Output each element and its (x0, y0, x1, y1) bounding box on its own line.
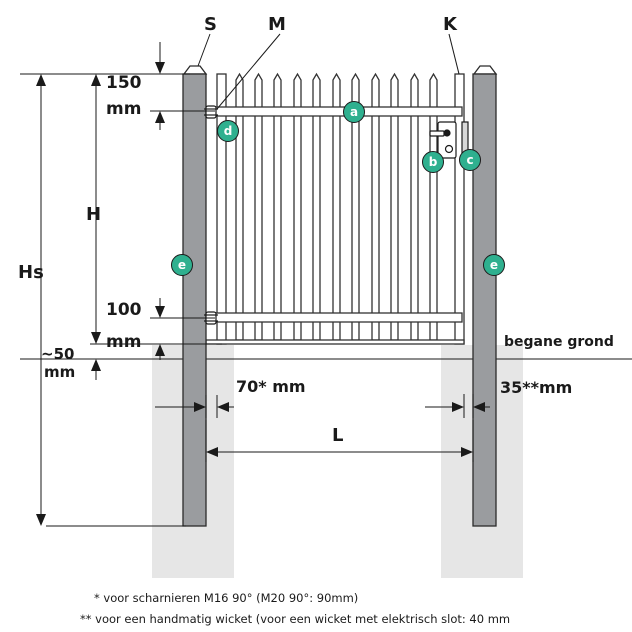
gate-picket (390, 72, 399, 341)
hinge-gap-label: 70* mm (236, 377, 306, 396)
left-post (182, 65, 208, 527)
gate-bottom-edge (205, 339, 465, 345)
right-post (472, 65, 498, 527)
footnote-1: * voor scharnieren M16 90° (M20 90°: 90m… (94, 591, 358, 605)
ground-gap-unit: mm (44, 363, 75, 381)
gate-picket (371, 72, 380, 341)
gate-picket (254, 72, 263, 341)
badge-e-left: e (171, 254, 193, 276)
svg-text:c: c (466, 153, 473, 167)
gate-picket (410, 72, 419, 341)
gate-picket (332, 72, 341, 341)
label-s: S (204, 14, 217, 35)
footnote-2: ** voor een handmatig wicket (voor een w… (80, 612, 510, 626)
svg-text:a: a (350, 105, 358, 119)
top-clearance-unit: mm (106, 99, 141, 119)
label-h: H (86, 204, 101, 225)
h-dimension (90, 74, 222, 380)
bottom-clearance-dimension (150, 298, 215, 360)
top-clearance-dimension (150, 42, 215, 130)
gate-picket (273, 72, 282, 341)
hinge-gap-dimension (155, 395, 234, 418)
badge-d: d (217, 120, 239, 142)
gate-picket (312, 72, 321, 341)
badge-a: a (343, 101, 365, 123)
label-l: L (332, 425, 343, 446)
gate-picket (429, 72, 438, 341)
bottom-clearance-value: 100 (106, 300, 142, 320)
top-clearance-value: 150 (106, 73, 142, 93)
latch-gap-dimension (425, 394, 490, 418)
svg-text:e: e (490, 258, 498, 272)
gate-panel (205, 72, 465, 345)
label-m: M (268, 14, 286, 35)
ground-label: begane grond (504, 334, 614, 350)
gate-picket (351, 72, 360, 341)
latch-gap-label: 35**mm (500, 378, 572, 397)
top-hinge (204, 105, 218, 119)
badge-b: b (422, 151, 444, 173)
gate-bottom-rail (205, 312, 463, 323)
gate-top-rail (205, 106, 463, 117)
badge-c: c (459, 149, 481, 171)
hs-dimension (20, 73, 190, 527)
label-k: K (443, 14, 458, 35)
svg-text:b: b (429, 155, 438, 169)
label-hs: Hs (18, 262, 44, 283)
l-dimension (205, 420, 474, 462)
bottom-clearance-unit: mm (106, 332, 141, 352)
svg-text:e: e (178, 258, 186, 272)
gate-picket (235, 72, 244, 341)
gate-pickets (235, 72, 438, 341)
ground-gap-value: ~50 (41, 345, 74, 363)
svg-text:d: d (224, 124, 233, 138)
leader-lines (197, 33, 460, 110)
badge-e-right: e (483, 254, 505, 276)
gate-picket (293, 72, 302, 341)
